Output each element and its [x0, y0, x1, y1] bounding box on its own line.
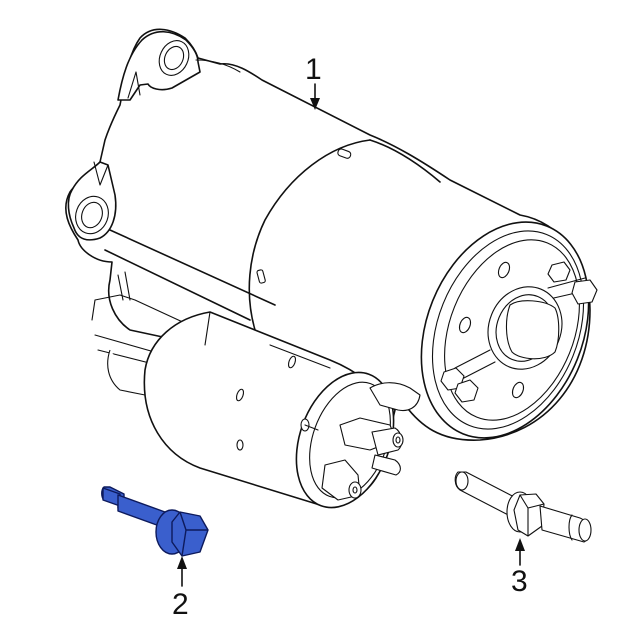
callout-3: 3	[511, 565, 528, 598]
callout-leaders	[177, 83, 525, 587]
motor-can-edge	[248, 139, 371, 331]
bolt-hex-head	[171, 511, 209, 557]
mounting-stud[interactable]	[454, 471, 592, 543]
terminal-small	[371, 454, 401, 476]
callout-2: 2	[172, 588, 189, 621]
callout-1: 1	[305, 53, 322, 86]
arrow-1-icon	[310, 98, 320, 110]
mounting-bolt[interactable]	[101, 486, 209, 557]
nut-2	[571, 279, 598, 305]
can-slot-2	[256, 269, 266, 284]
stud-hex	[513, 493, 545, 537]
can-slot-1	[337, 148, 352, 159]
nut-1	[547, 261, 571, 283]
arrow-2-icon	[177, 556, 187, 569]
arrow-3-icon	[515, 538, 525, 551]
nut-4	[454, 379, 479, 403]
output-shaft	[505, 300, 560, 360]
solenoid	[143, 311, 421, 509]
cable-connector	[369, 382, 421, 412]
